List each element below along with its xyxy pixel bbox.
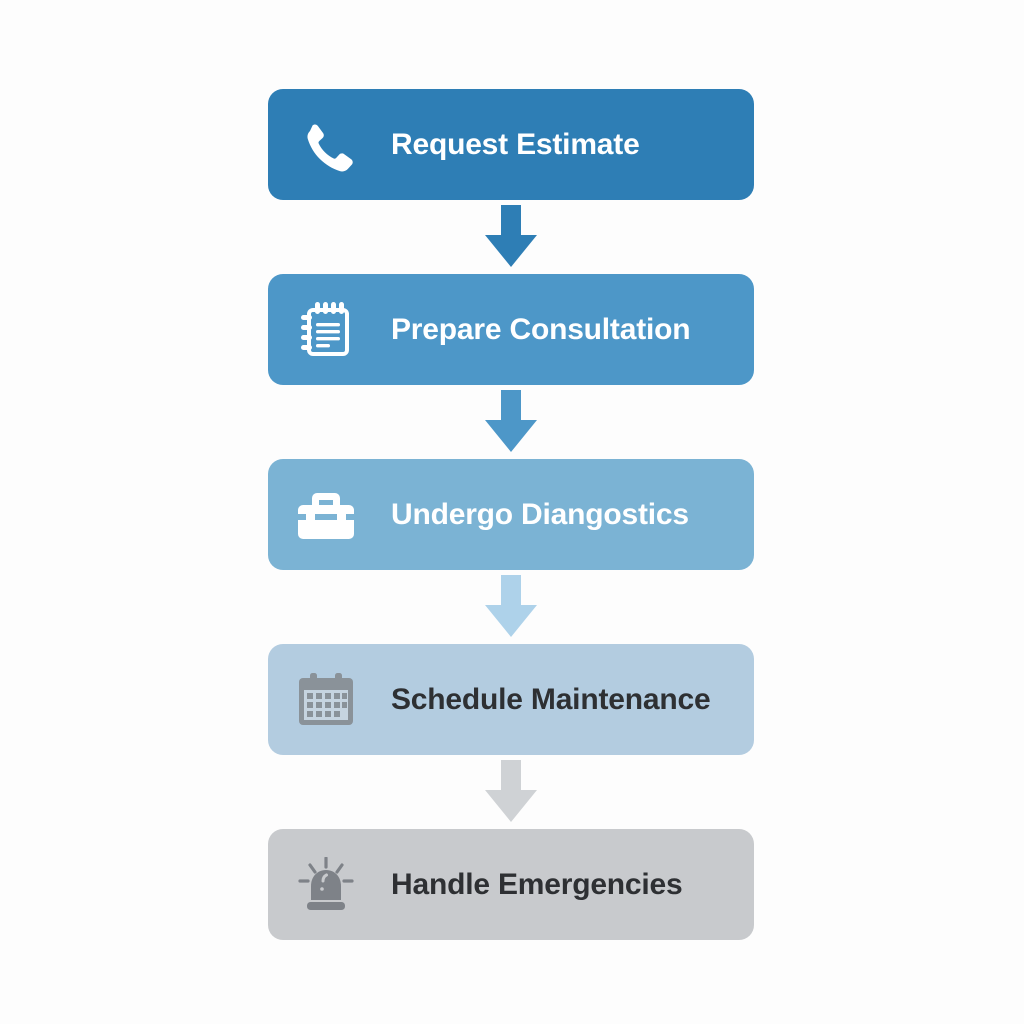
flow-step-schedule-maintenance[interactable]: Schedule Maintenance: [268, 644, 754, 755]
arrow-2: [268, 385, 754, 459]
calendar-icon: [295, 669, 357, 731]
flow-step-label: Handle Emergencies: [391, 867, 683, 901]
flow-step-request-estimate[interactable]: Request Estimate: [268, 89, 754, 200]
phone-icon: [295, 114, 357, 176]
arrow-1: [268, 200, 754, 274]
arrow-4: [268, 755, 754, 829]
siren-icon: [295, 854, 357, 916]
flow-step-handle-emergencies[interactable]: Handle Emergencies: [268, 829, 754, 940]
toolbox-icon: [295, 484, 357, 546]
notepad-icon: [295, 299, 357, 361]
flow-step-label: Prepare Consultation: [391, 312, 691, 346]
arrow-3: [268, 570, 754, 644]
flow-step-label: Request Estimate: [391, 127, 640, 161]
flow-step-label: Undergo Diangostics: [391, 497, 689, 531]
flow-step-stack: Request Estimate: [268, 89, 754, 940]
flow-step-label: Schedule Maintenance: [391, 682, 711, 716]
flow-step-prepare-consultation[interactable]: Prepare Consultation: [268, 274, 754, 385]
flow-step-undergo-diagnostics[interactable]: Undergo Diangostics: [268, 459, 754, 570]
